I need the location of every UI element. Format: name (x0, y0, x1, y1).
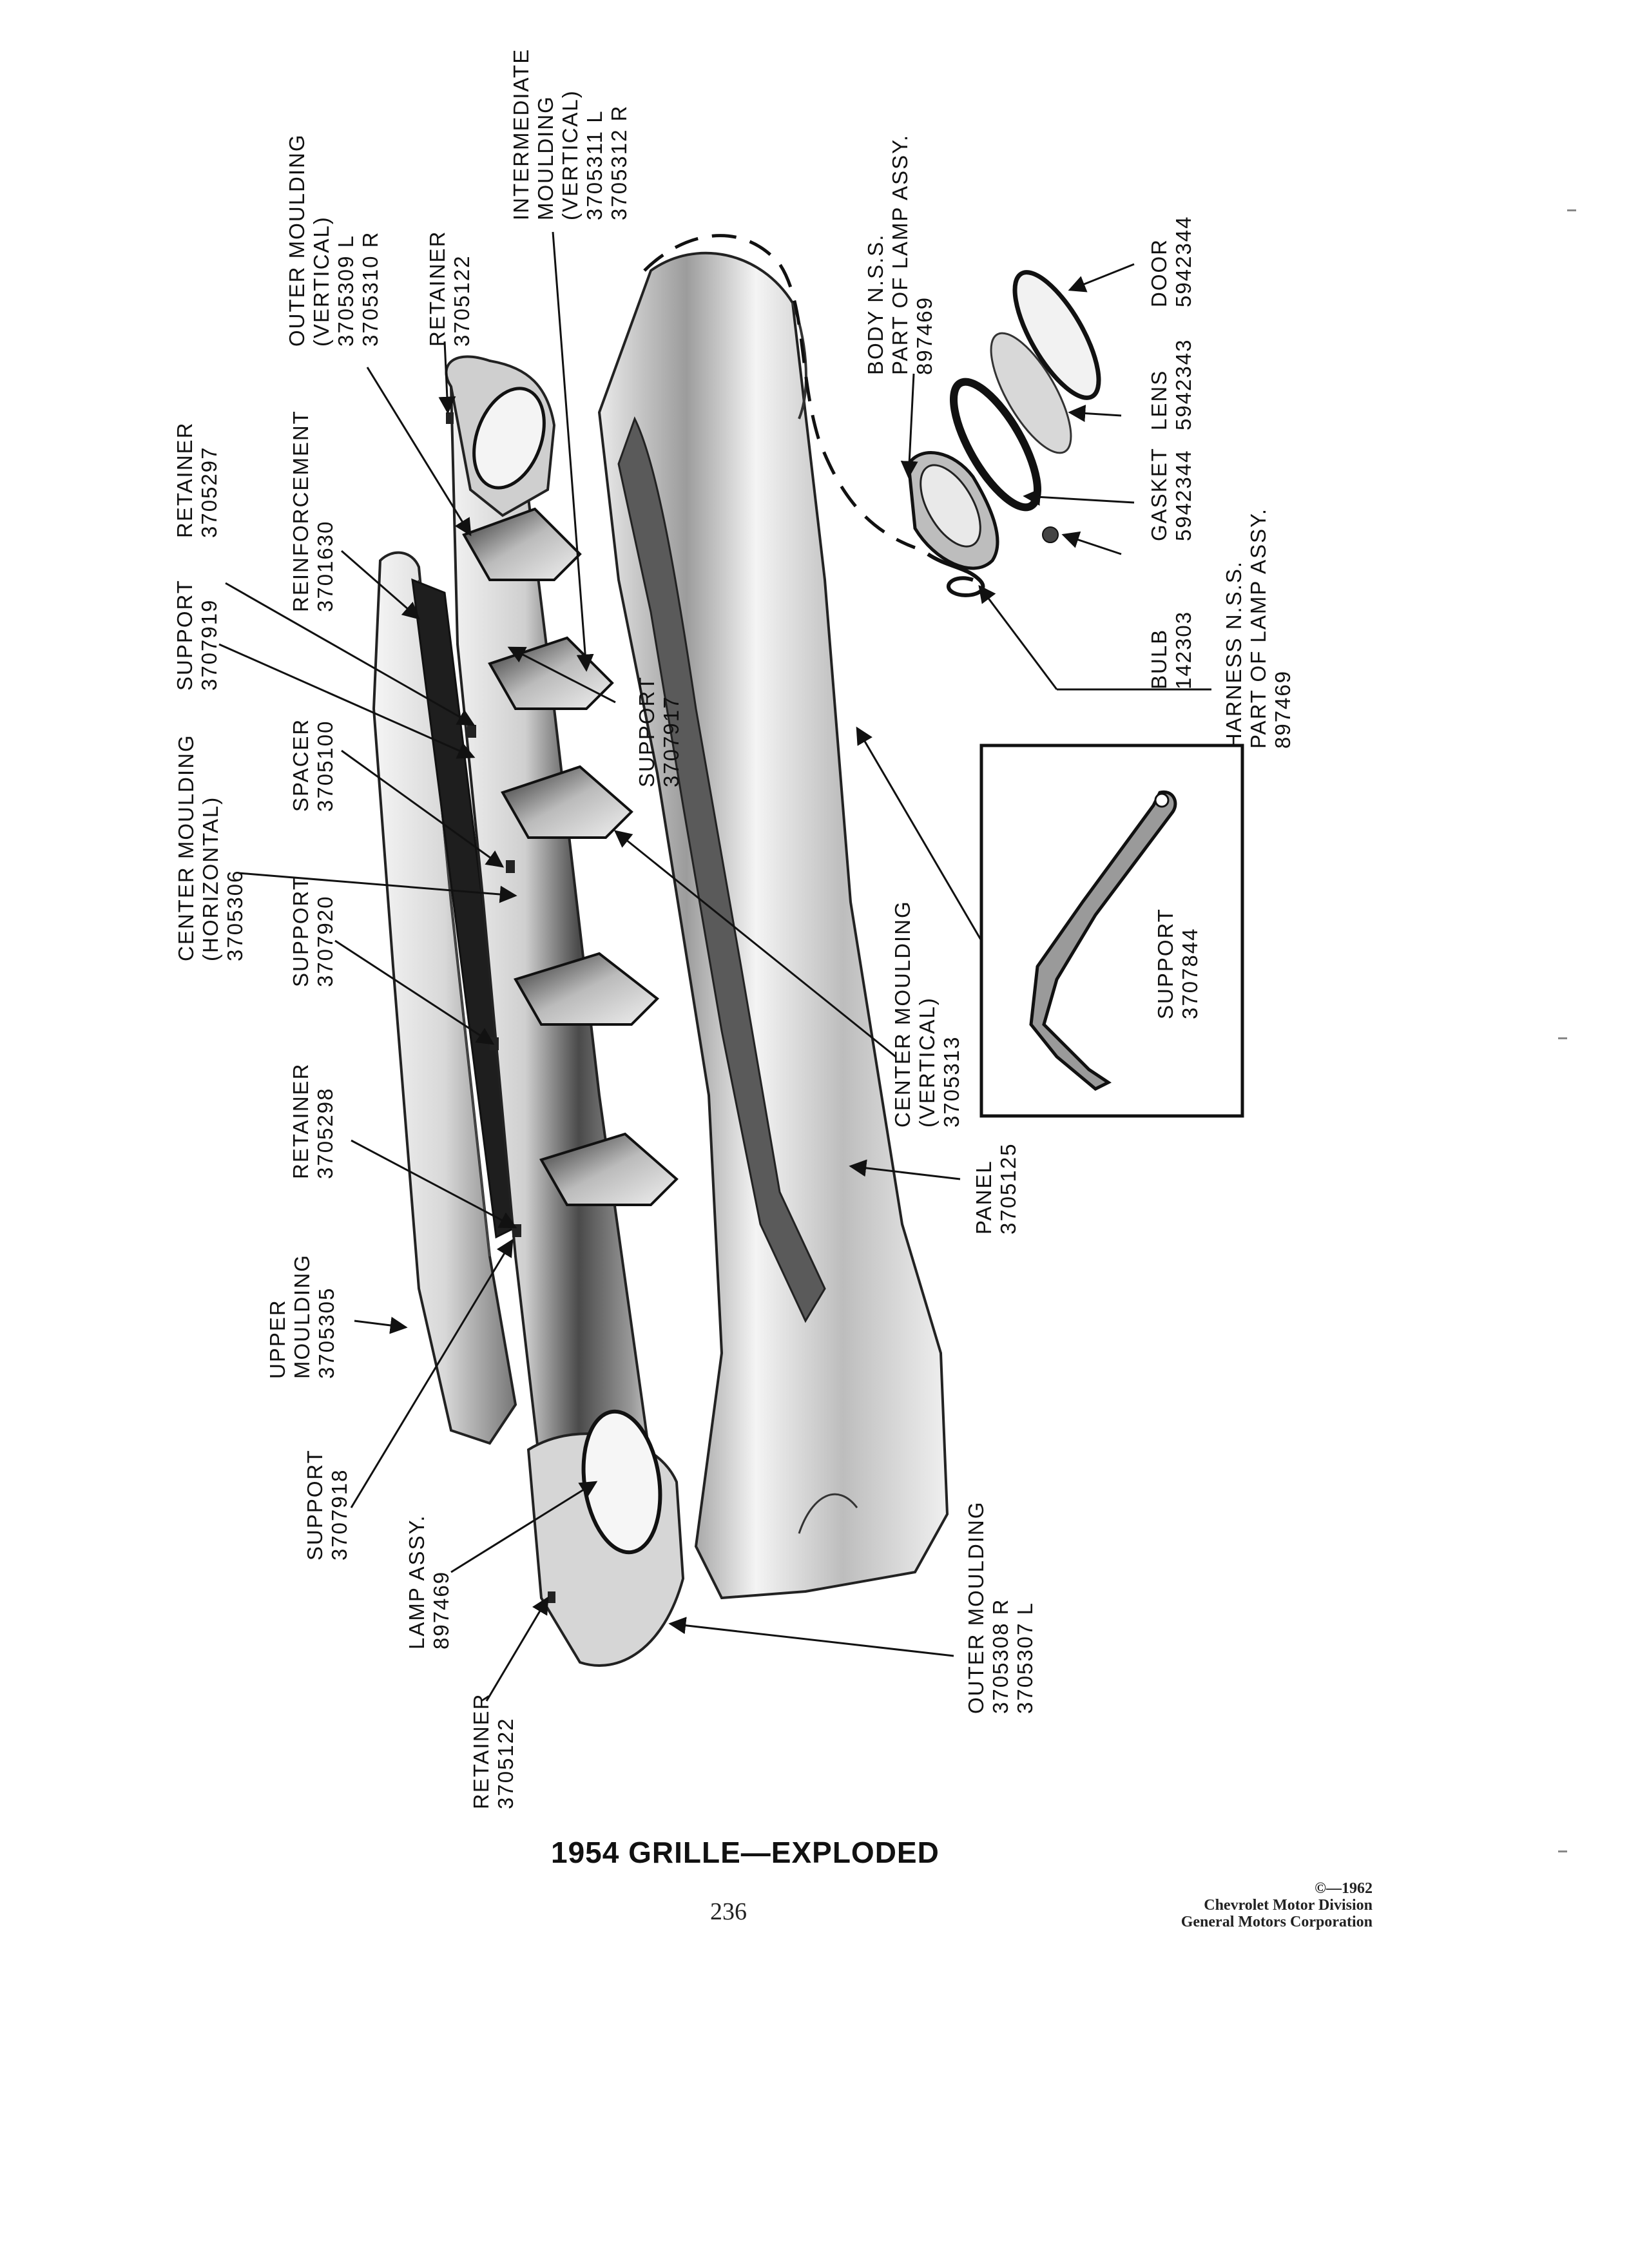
copyright-block: ©—1962 Chevrolet Motor Division General … (1121, 1880, 1373, 1930)
label-lamp-assy: LAMP ASSY. 897469 (405, 1514, 453, 1649)
label-gasket: GASKET 5942344 (1147, 447, 1195, 541)
lamp-door (1012, 270, 1101, 400)
copyright-line: ©—1962 (1315, 1880, 1373, 1897)
support-inset-box (979, 744, 1244, 1118)
lamp-gasket (950, 378, 1041, 512)
label-retainer-3705122-bottom: RETAINER 3705122 (469, 1693, 517, 1809)
figure-title: 1954 GRILLE—EXPLODED (551, 1836, 940, 1869)
panel-inner-channel (617, 416, 826, 1323)
label-bulb: BULB 142303 (1147, 610, 1195, 689)
label-body-nss: BODY N.S.S. PART OF LAMP ASSY. 897469 (863, 133, 936, 375)
label-support-3707920: SUPPORT 3707920 (289, 876, 337, 987)
label-lens: LENS 5942343 (1147, 338, 1195, 430)
small-clips (446, 412, 555, 1603)
lamp-harness (927, 552, 985, 597)
dashed-outline (643, 234, 916, 550)
scan-mark (1567, 209, 1576, 211)
panel-part (597, 251, 949, 1600)
label-support-3707917: SUPPORT 3707917 (635, 676, 683, 787)
label-retainer-3705298: RETAINER 3705298 (289, 1062, 337, 1179)
label-intermediate-moulding: INTERMEDIATE MOULDING (VERTICAL) 3705311… (509, 48, 631, 220)
scan-mark (1558, 1850, 1567, 1852)
label-support-3707844: SUPPORT 3707844 (1153, 908, 1202, 1019)
label-center-moulding-vertical: CENTER MOULDING (VERTICAL) 3705313 (891, 900, 963, 1128)
support-3707844-part (1029, 790, 1177, 1091)
label-outer-moulding-bottom: OUTER MOULDING 3705308 R 3705307 L (964, 1501, 1037, 1714)
label-retainer-3705297: RETAINER 3705297 (173, 421, 221, 538)
label-spacer: SPACER 3705100 (289, 718, 337, 812)
label-reinforcement: REINFORCEMENT 3701630 (289, 410, 337, 612)
label-outer-moulding-vertical: OUTER MOULDING (VERTICAL) 3705309 L 3705… (285, 133, 382, 347)
label-door: DOOR 5942344 (1147, 215, 1195, 307)
lamp-bulb (1042, 526, 1059, 543)
lamp-lens (990, 332, 1072, 454)
label-harness: HARNESS N.S.S. PART OF LAMP ASSY. 897469 (1222, 507, 1295, 749)
label-retainer-3705122-top: RETAINER 3705122 (425, 230, 474, 347)
lamp-body-nss (907, 451, 999, 570)
leader-lines (218, 231, 1211, 1702)
label-center-moulding-horizontal: CENTER MOULDING (HORIZONTAL) 3705306 (174, 734, 247, 961)
copyright-line: Chevrolet Motor Division (1204, 1897, 1373, 1914)
scan-mark (1558, 1037, 1567, 1039)
copyright-line: General Motors Corporation (1181, 1914, 1373, 1930)
upper-moulding-part (372, 551, 517, 1445)
label-support-3707918: SUPPORT 3707918 (303, 1449, 351, 1561)
label-panel: PANEL 3705125 (972, 1142, 1020, 1235)
page-number: 236 (710, 1898, 747, 1925)
label-support-3707919: SUPPORT 3707919 (173, 579, 221, 691)
label-upper-moulding: UPPER MOULDING 3705305 (265, 1254, 338, 1379)
